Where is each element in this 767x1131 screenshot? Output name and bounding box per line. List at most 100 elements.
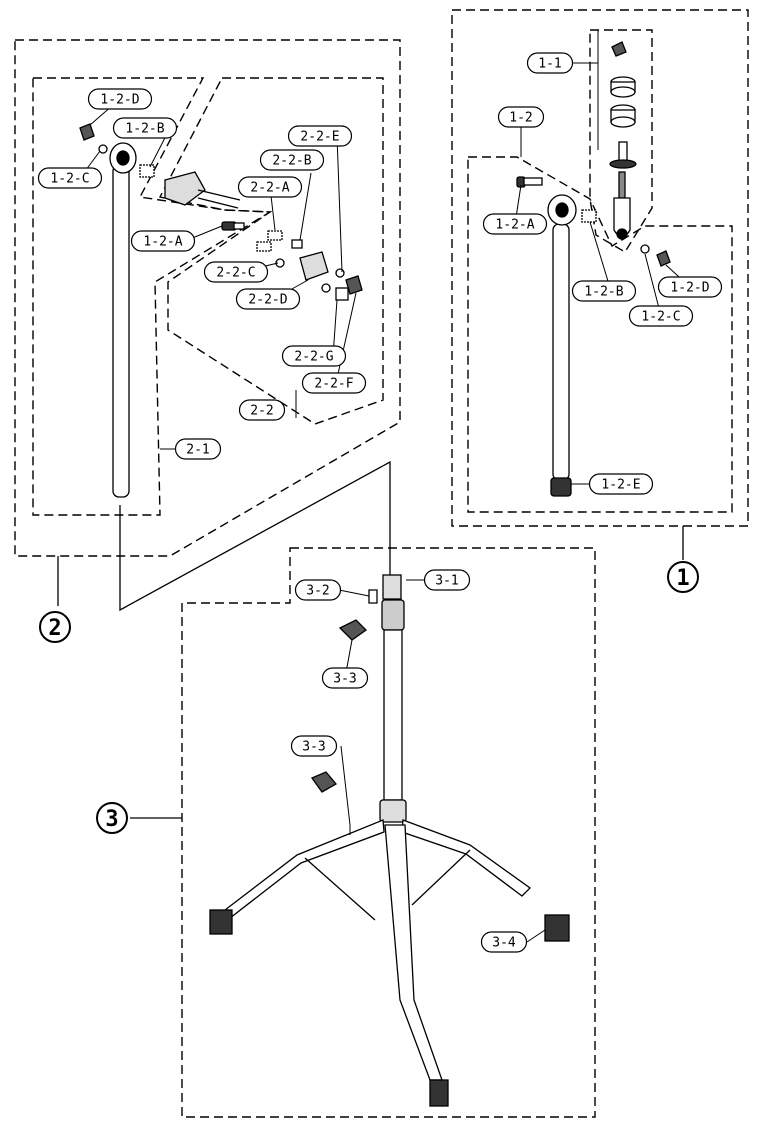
spring-1-2-B-left (139, 164, 155, 178)
callout-pill (174, 438, 222, 460)
callout-pill (294, 579, 342, 601)
callout-p-2-2-F: 2-2-F (301, 372, 367, 394)
callout-label: 1-2 (509, 111, 532, 126)
callout-label: 1-2-A (143, 235, 182, 250)
callout-p-2-2-A: 2-2-A (237, 176, 303, 198)
callout-pill (259, 149, 325, 171)
group-marker-2: 2 (39, 611, 71, 643)
callout-label: 3-3 (302, 740, 325, 755)
callout-pill (130, 230, 196, 252)
group-3-boundary (181, 547, 596, 1118)
callout-label: 3-3 (333, 672, 356, 687)
callout-label: 1-1 (538, 57, 561, 72)
spring-2-2-A (267, 230, 283, 241)
callout-label: 3-4 (492, 936, 516, 951)
callout-pill (423, 569, 471, 591)
callout-label: 1-2-A (495, 218, 534, 233)
callout-pill (301, 372, 367, 394)
wingnut-2-2-F (345, 275, 363, 295)
callout-pill (281, 345, 347, 367)
callout-label: 1-2-D (100, 93, 139, 108)
part-2-1-boundary (32, 77, 273, 516)
callout-p-2-2-E: 2-2-E (287, 125, 353, 147)
callout-pill (588, 473, 654, 495)
stand-tripod (209, 574, 570, 1107)
group-1-boundary (451, 9, 749, 527)
rod-1 (547, 194, 577, 497)
part-2-2-boundary (158, 77, 384, 425)
group-marker-1: 1 (667, 561, 699, 593)
callout-p-2-2-G: 2-2-G (281, 345, 347, 367)
group-number: 2 (48, 616, 61, 641)
group-circle (39, 611, 71, 643)
callout-p-1-2-B-left: 1-2-B (112, 117, 178, 139)
callout-p-1-2-D-left: 1-2-D (87, 88, 153, 110)
spring-1-2-B (581, 209, 597, 223)
callout-label: 1-2-C (641, 310, 680, 325)
callout-p-1-2-E: 1-2-E (588, 473, 654, 495)
callout-label: 2-2-D (248, 293, 287, 308)
callout-label: 2-2-C (216, 266, 255, 281)
callout-label: 2-2-G (294, 350, 333, 365)
group-circle (96, 802, 128, 834)
callout-pill (290, 735, 338, 757)
callout-p-3-3-top: 3-3 (321, 667, 369, 689)
callout-pill (526, 52, 574, 74)
callout-pill (571, 280, 637, 302)
callout-p-2-2-B: 2-2-B (259, 149, 325, 171)
callout-pill (37, 167, 103, 189)
group-markers: 1 2 3 (39, 561, 699, 834)
spring-2-2-C (256, 241, 272, 252)
washer-1-2-C (640, 244, 650, 254)
callout-label: 2-2-E (300, 130, 339, 145)
group-circle (667, 561, 699, 593)
callout-label: 2-1 (186, 443, 209, 458)
callout-pill (237, 176, 303, 198)
clamp-body-2-2 (164, 171, 241, 209)
pin-2-2-B (291, 239, 303, 249)
wingnut-1-2-D (656, 250, 671, 267)
callout-pill (203, 261, 269, 283)
callout-pill (321, 667, 369, 689)
callout-p-2-2: 2-2 (238, 399, 286, 421)
callout-pill (238, 399, 286, 421)
callout-label: 1-2-D (670, 281, 709, 296)
group-number: 1 (676, 566, 689, 591)
callout-p-2-2-D: 2-2-D (235, 288, 301, 310)
callout-label: 1-2-E (601, 478, 640, 493)
callout-label: 2-2 (250, 404, 273, 419)
connector-lines (57, 460, 684, 819)
callout-p-3-3-low: 3-3 (290, 735, 338, 757)
part-1-2-boundary (467, 156, 733, 513)
group-number: 3 (105, 807, 118, 832)
wingnut-3-3-top (338, 619, 368, 641)
part-drawings (79, 41, 671, 1107)
callout-label: 1-2-B (584, 285, 623, 300)
callout-p-3-4: 3-4 (480, 931, 528, 953)
part-1-1-boundary (589, 29, 653, 253)
callout-p-3-1: 3-1 (423, 569, 471, 591)
callout-p-1-2-C-right: 1-2-C (628, 305, 694, 327)
callout-label: 2-2-F (314, 377, 353, 392)
callout-pill (87, 88, 153, 110)
callout-p-1-1: 1-1 (526, 52, 574, 74)
callout-p-2-1: 2-1 (174, 438, 222, 460)
parts-1-1 (609, 41, 637, 240)
callout-p-1-2-C-left: 1-2-C (37, 167, 103, 189)
callout-label: 1-2-C (50, 172, 89, 187)
callout-label: 3-1 (435, 574, 458, 589)
screw-1-2-A-left (221, 221, 245, 231)
callout-pill (235, 288, 301, 310)
callout-pill (497, 106, 545, 128)
washer-2-2-G-small (321, 283, 331, 293)
callout-p-1-2-B-right: 1-2-B (571, 280, 637, 302)
callout-label: 1-2-B (125, 122, 164, 137)
group-boundaries (14, 9, 749, 1118)
callout-pill (287, 125, 353, 147)
callout-label: 2-2-A (250, 181, 289, 196)
callout-p-1-2: 1-2 (497, 106, 545, 128)
callout-p-1-2-D-right: 1-2-D (657, 276, 723, 298)
callout-label: 3-2 (306, 584, 329, 599)
callout-pill (657, 276, 723, 298)
